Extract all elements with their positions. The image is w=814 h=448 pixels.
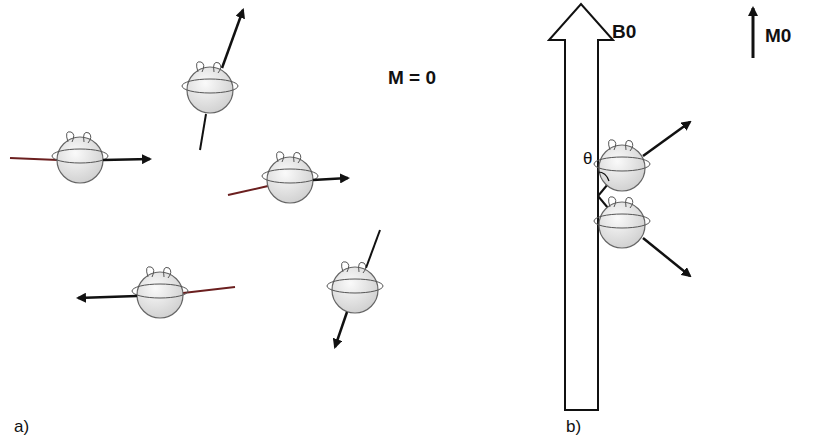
panel-label: b)	[566, 418, 581, 435]
spin-a4	[78, 267, 235, 318]
magnetization-arrow	[752, 8, 755, 58]
panel-label: a)	[14, 418, 29, 435]
field-label: B0	[612, 22, 636, 41]
spin-a2	[182, 10, 243, 150]
angle-label: θ	[583, 150, 592, 167]
spin-a3	[228, 152, 348, 203]
spin-a1	[10, 132, 150, 183]
spin-a5	[327, 230, 383, 347]
field-arrow	[549, 4, 613, 410]
spin-b1	[594, 122, 690, 196]
magnetization-label: M = 0	[388, 68, 436, 87]
spin-b2	[594, 196, 690, 276]
magnetization-label: M0	[765, 26, 791, 45]
angle-arc	[598, 172, 609, 181]
